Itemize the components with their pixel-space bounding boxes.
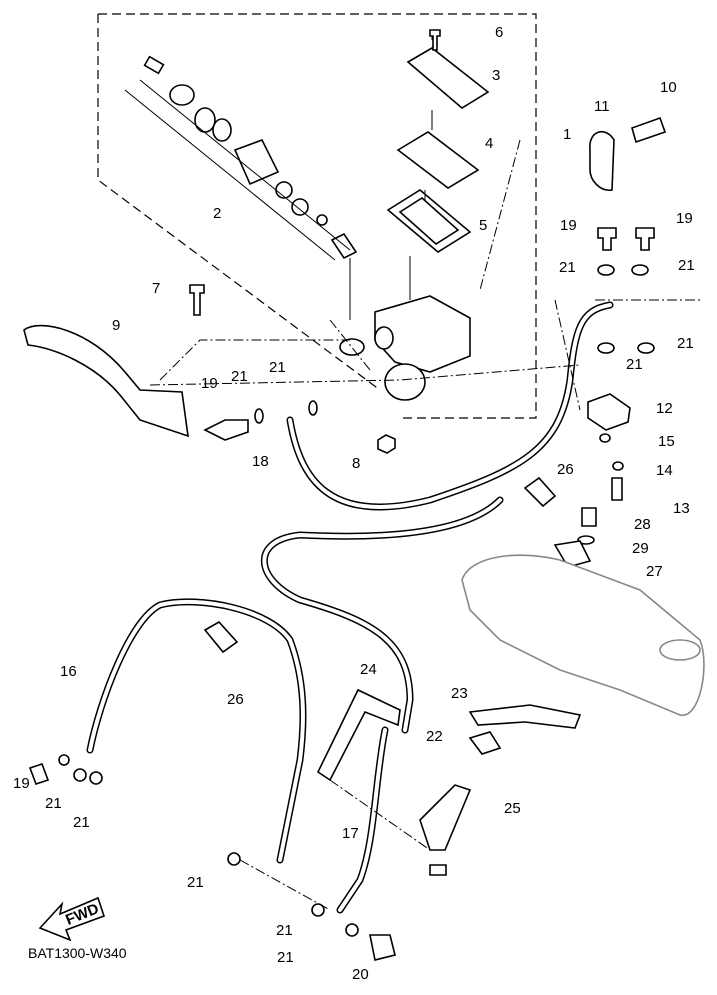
callout-19: 19 [560,217,577,234]
callout-7: 7 [152,280,160,297]
callout-20: 20 [352,966,369,983]
diagram-code: BAT1300-W340 [28,945,127,961]
callout-17: 17 [342,825,359,842]
holder [589,130,615,191]
washer [577,535,595,545]
callout-21: 21 [276,922,293,939]
callout-1: 1 [563,126,571,143]
callout-21: 21 [559,259,576,276]
callout-29: 29 [632,540,649,557]
callout-10: 10 [660,79,677,96]
diaphragm [386,189,472,253]
callout-21: 21 [626,356,643,373]
callout-21: 21 [187,874,204,891]
screw [429,29,441,51]
bolt [611,477,623,501]
reservoir-cap [406,47,490,109]
callout-24: 24 [360,661,377,678]
bolt [581,507,597,527]
bracket-arm [419,784,472,851]
hose-guide [468,704,582,729]
nut [377,434,396,454]
callout-9: 9 [112,317,120,334]
callout-19: 19 [201,375,218,392]
callout-14: 14 [656,462,673,479]
callout-5: 5 [479,217,487,234]
brake-switch [587,393,631,431]
callout-12: 12 [656,400,673,417]
hose-holder [468,731,502,755]
callout-11: 11 [594,98,610,115]
brake-hoses [86,301,614,914]
hose-clamp [203,620,239,654]
washer [599,433,611,443]
steering-bracket [461,554,705,716]
union-bolts [28,227,655,961]
callout-6: 6 [495,24,503,41]
callout-19: 19 [13,775,30,792]
cap-plate [396,131,480,189]
callout-21: 21 [269,359,286,376]
forward-arrow: FWD [38,896,106,942]
callout-15: 15 [658,433,675,450]
callout-21: 21 [231,368,248,385]
callout-21: 21 [677,335,694,352]
assembly-boundary [97,13,537,419]
bracket [553,540,592,568]
pivot-bolt [189,284,205,316]
callout-19: 19 [676,210,693,227]
hose-clamp [523,476,557,508]
callout-21: 21 [45,795,62,812]
washer [612,461,624,471]
callout-13: 13 [673,500,690,517]
callout-3: 3 [492,67,500,84]
piston-kit [124,55,358,320]
callout-18: 18 [252,453,269,470]
callout-28: 28 [634,516,651,533]
callout-21: 21 [73,814,90,831]
callout-8: 8 [352,455,360,472]
callout-25: 25 [504,800,521,817]
holder-bolt [631,116,667,144]
callout-26: 26 [227,691,244,708]
callout-4: 4 [485,135,493,152]
master-cylinder [339,295,471,401]
callout-2: 2 [213,205,221,222]
callout-21: 21 [678,257,695,274]
callout-16: 16 [60,663,77,680]
callout-26: 26 [557,461,574,478]
bracket-plate [316,688,401,782]
callout-21: 21 [277,949,294,966]
callout-23: 23 [451,685,468,702]
callout-22: 22 [426,728,443,745]
callout-27: 27 [646,563,663,580]
brake-lever [23,324,189,438]
